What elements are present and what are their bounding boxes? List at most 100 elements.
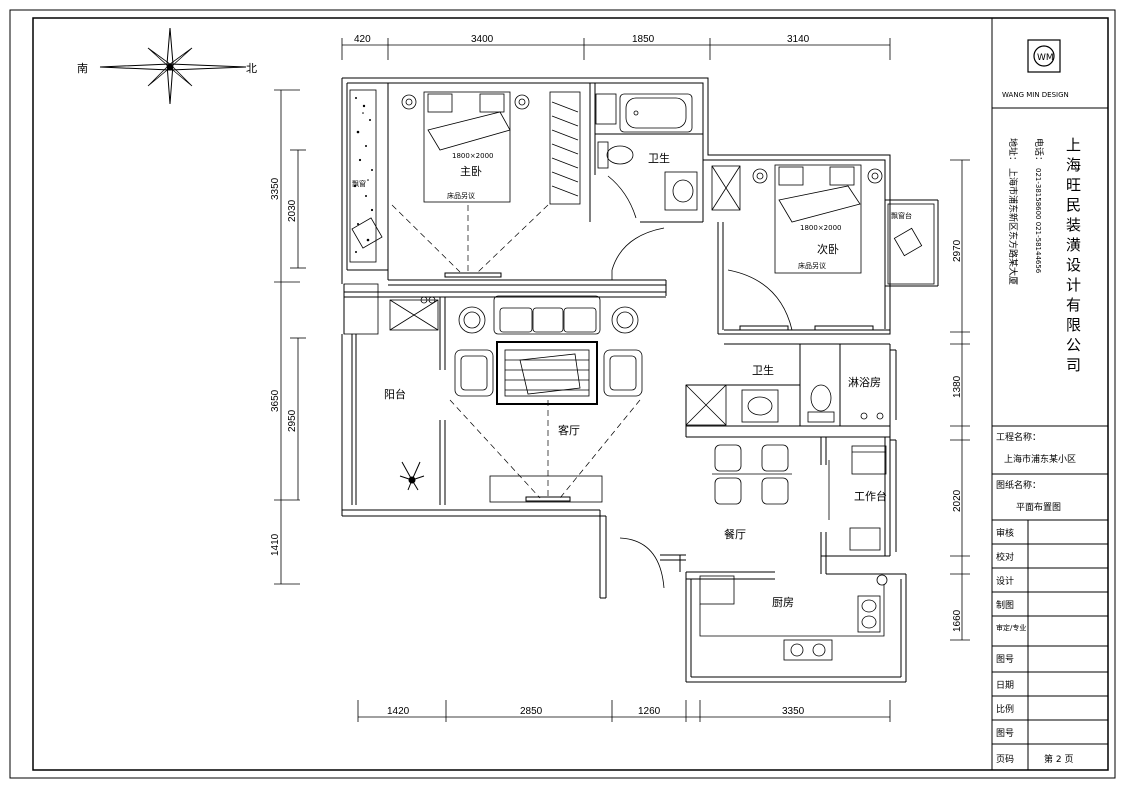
bath-small-label: 卫生 (752, 363, 774, 377)
sheet-inner-border (32, 17, 1109, 771)
bay-window-right-label: 飘窗台 (891, 211, 912, 220)
drawing-value: 平面布置图 (1016, 501, 1061, 513)
tv-view-lines-living (449, 399, 641, 499)
bay-window-right (887, 203, 935, 285)
second-bed-door-swing (727, 269, 793, 331)
svg-text:海: 海 (1066, 156, 1081, 174)
sink-small (741, 389, 779, 423)
svg-text:设: 设 (1066, 256, 1081, 274)
dim-bottom-2: 2850 (520, 706, 543, 717)
wardrobe (549, 91, 581, 205)
row-sheet: 图号 (996, 728, 1014, 739)
utility-cabinet (849, 527, 881, 551)
master-bedroom-label: 主卧 (460, 165, 482, 178)
right-dimension-lines (950, 159, 970, 641)
master-bed (401, 91, 530, 203)
tv-cabinet-living (489, 475, 603, 503)
sofa (458, 295, 639, 335)
row-approve: 审定/专业 (996, 623, 1026, 632)
armchair-right (603, 349, 643, 397)
second-bed-size: 1800×2000 (800, 224, 842, 232)
row-page: 页码 (996, 754, 1014, 765)
left-dimension-lines (274, 89, 306, 585)
bath-door-swing (607, 175, 637, 219)
dim-top-1: 420 (354, 34, 371, 45)
entry-door-swing (619, 537, 665, 589)
dim-right-4: 1660 (952, 609, 963, 632)
dim-right-2: 1380 (952, 375, 963, 398)
compass-rose-icon (99, 27, 247, 105)
svg-text:公: 公 (1066, 336, 1081, 354)
svg-text:民: 民 (1066, 196, 1081, 214)
tv-second (814, 325, 874, 331)
shower-fixtures (860, 412, 884, 420)
dim-bottom-1: 1420 (387, 706, 410, 717)
dim-bottom-3: 1260 (638, 706, 661, 717)
tv-view-lines-master (391, 204, 549, 273)
drawing-label: 图纸名称： (996, 479, 1041, 491)
coffee-table (496, 341, 598, 405)
dining-chairs (712, 444, 792, 505)
toilet-main (597, 141, 634, 169)
compass-south-label: 南 (77, 62, 88, 75)
company-name: 上 海 旺 民 装 潢 设 计 有 限 公 司 (1066, 136, 1081, 374)
phone-label: 电话： (1033, 138, 1045, 165)
laundry-label: 淋浴房 (848, 376, 881, 389)
svg-text:装: 装 (1066, 216, 1081, 234)
master-bed-note: 床品另议 (447, 191, 475, 200)
svg-text:旺: 旺 (1066, 176, 1081, 194)
svg-text:限: 限 (1066, 316, 1081, 334)
dim-right-3: 2020 (952, 489, 963, 512)
company-logo-icon: WM (1027, 39, 1061, 73)
plant-icon (399, 461, 425, 491)
row-date: 日期 (996, 680, 1014, 691)
dim-left-inner-2: 2950 (287, 409, 298, 432)
dim-right-1: 2970 (952, 239, 963, 262)
bottom-dimension-line (357, 700, 891, 722)
row-design: 设计 (996, 575, 1014, 587)
title-block (991, 18, 1108, 770)
tv-living (525, 496, 571, 502)
hall-door-swing (611, 227, 665, 271)
toilet-small (807, 384, 835, 423)
row-check: 校对 (996, 551, 1014, 563)
second-bed-note: 床品另议 (798, 261, 826, 270)
pillow-decor-right (893, 227, 923, 257)
dim-top-4: 3140 (787, 34, 810, 45)
utility-label: 工作台 (854, 489, 887, 503)
sheet-outer-border (9, 9, 1116, 779)
kitchen-counter (699, 574, 888, 637)
row-scale: 比例 (996, 703, 1014, 715)
svg-text:计: 计 (1066, 276, 1081, 294)
kitchen-label: 厨房 (772, 596, 794, 609)
bay-window-left (349, 89, 377, 263)
project-label: 工程名称： (996, 431, 1041, 443)
address-value: 上海市浦东新区东方路某大厦 (1007, 168, 1019, 285)
closet-second (711, 165, 741, 211)
svg-text:WM: WM (1037, 53, 1054, 63)
balcony-label: 阳台 (384, 387, 406, 401)
dim-left-inner-1: 2030 (287, 199, 298, 222)
fridge (851, 445, 887, 475)
stove-icon (783, 639, 833, 661)
stone-texture-left (353, 97, 374, 253)
master-bed-size: 1800×2000 (452, 152, 494, 160)
living-cabinet (343, 283, 439, 335)
bay-window-left-label: 飘窗 (352, 179, 366, 188)
bathtub (619, 93, 693, 133)
dining-label: 餐厅 (724, 527, 746, 541)
dim-top-3: 1850 (632, 34, 655, 45)
top-dimension-line (341, 38, 891, 60)
row-draw: 制图 (996, 599, 1014, 611)
page-value: 第 2 页 (1044, 753, 1073, 765)
compass-north-label: 北 (246, 62, 257, 75)
sink-main (664, 171, 698, 211)
pillow-decor-left (351, 217, 383, 249)
row-review: 审核 (996, 527, 1014, 539)
bath-shelf (595, 93, 617, 125)
second-bed (752, 164, 883, 274)
dim-left-outer-3: 1410 (270, 533, 281, 556)
logo-text: WANG MIN DESIGN (1002, 91, 1069, 99)
address-label: 地址： (1007, 138, 1019, 165)
